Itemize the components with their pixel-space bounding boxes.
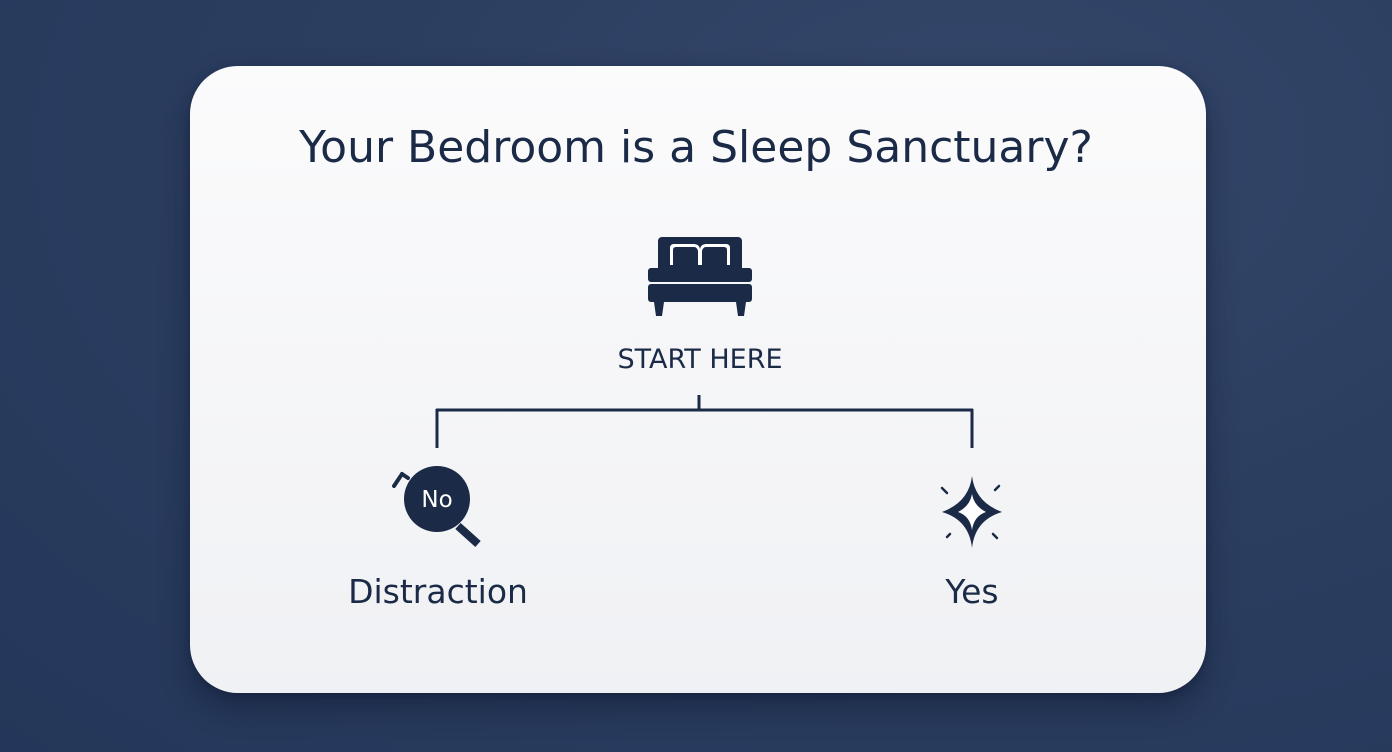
bed-icon bbox=[648, 237, 752, 316]
distraction-label: Distraction bbox=[348, 572, 528, 611]
flowchart-card bbox=[190, 66, 1206, 693]
start-here-label: START HERE bbox=[617, 344, 783, 375]
diagram-title: Your Bedroom is a Sleep Sanctuary? bbox=[299, 122, 1093, 173]
sparkle-icon bbox=[940, 476, 1002, 548]
yes-label: Yes bbox=[945, 572, 999, 611]
no-magnifier-icon: No bbox=[392, 466, 481, 547]
no-badge: No bbox=[421, 487, 452, 513]
